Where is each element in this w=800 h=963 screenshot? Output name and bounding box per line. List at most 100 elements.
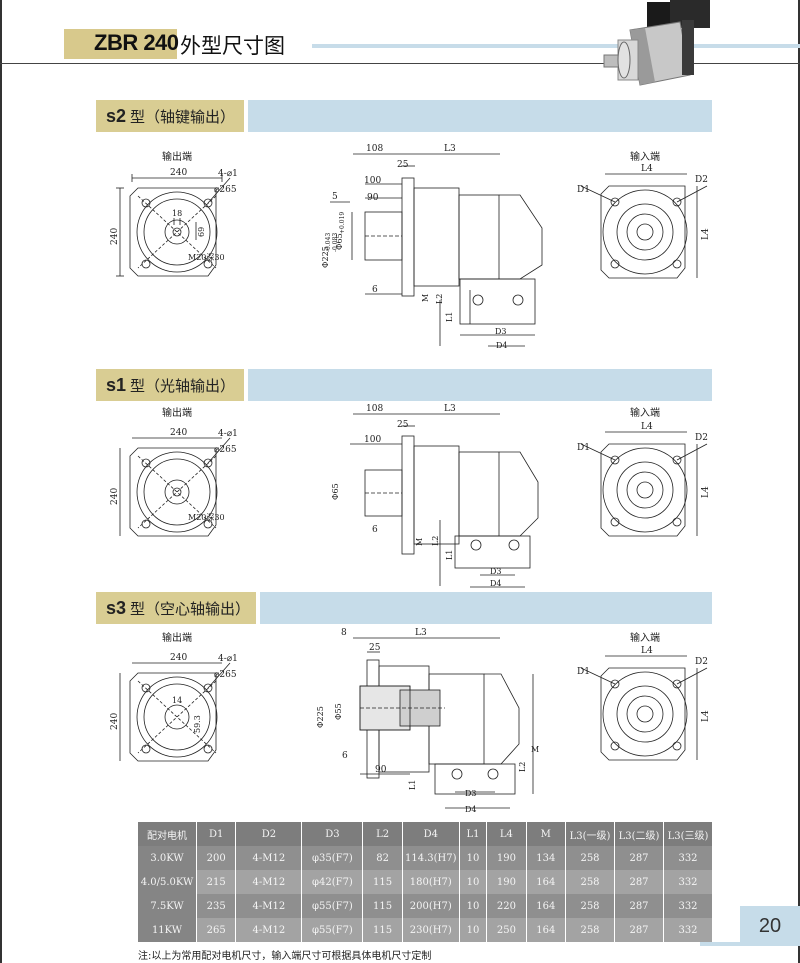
l4-dim: L4	[641, 422, 653, 432]
table-header: D2	[235, 822, 303, 846]
input-end-label: 输入端	[630, 152, 660, 163]
header-divider	[0, 63, 800, 64]
header-accent-box	[64, 29, 177, 59]
table-cell: 10	[459, 870, 488, 894]
table-header: L3(一级)	[565, 822, 615, 846]
output-flange-drawing-s1: 240 240 4-⌀18 ⌀265 M20深30	[110, 428, 238, 537]
d2-dim: D2	[695, 175, 708, 185]
m-dim: M	[531, 745, 539, 754]
table-header-row: 配对电机 D1 D2 D3 L2 D4 L1 L4 M L3(一级) L3(二级…	[138, 822, 713, 846]
len100-dim: 100	[364, 435, 381, 445]
table-cell: 287	[614, 846, 664, 870]
l4-dim: L4	[641, 164, 653, 174]
table-cell: 180(H7)	[402, 870, 460, 894]
table-header: M	[526, 822, 567, 846]
flange-width-dim: 240	[170, 653, 187, 663]
table-header: 配对电机	[138, 822, 197, 846]
table-cell: 287	[614, 870, 664, 894]
d4-dim: D4	[465, 805, 477, 814]
table-header: L4	[486, 822, 527, 846]
table-row: 11KW 265 4-M12 φ55(F7) 115 230(H7) 10 25…	[138, 918, 713, 942]
table-cell: 3.0KW	[138, 846, 197, 870]
table-cell: φ55(F7)	[301, 894, 364, 918]
shaft-dim: Φ65	[331, 483, 340, 500]
table-cell: 4.0/5.0KW	[138, 870, 197, 894]
table-cell: φ42(F7)	[301, 870, 364, 894]
d2-dim: D2	[695, 657, 708, 667]
table-cell: 215	[196, 870, 237, 894]
section-bar-s1	[248, 369, 712, 401]
l2-dim: L2	[435, 294, 444, 304]
section-bar-s2	[248, 100, 712, 132]
table-cell: 82	[362, 846, 403, 870]
l4-dim: L4	[641, 646, 653, 656]
output-end-label: 输出端	[162, 408, 192, 419]
table-cell: 115	[362, 894, 403, 918]
key-height-dim: 69	[197, 227, 206, 237]
pilot-dim: Φ225	[316, 706, 325, 728]
table-cell: 200(H7)	[402, 894, 460, 918]
output-end-label: 输出端	[162, 633, 192, 644]
table-cell: 115	[362, 918, 403, 942]
flange-height-dim: 240	[110, 713, 120, 730]
l2-dim: L2	[431, 536, 440, 546]
motor-spec-table: 配对电机 D1 D2 D3 L2 D4 L1 L4 M L3(一级) L3(二级…	[138, 822, 713, 942]
table-cell: 287	[614, 894, 664, 918]
s3-key-dim: 14	[172, 696, 182, 705]
table-cell: 265	[196, 918, 237, 942]
input-flange-drawing-s1: L4 D1 D2 L4	[577, 422, 711, 537]
table-header: L2	[362, 822, 403, 846]
section-code: s3	[106, 597, 127, 618]
len25-dim: 25	[369, 643, 381, 653]
len25-dim: 25	[397, 160, 409, 170]
table-cell: φ35(F7)	[301, 846, 364, 870]
table-cell: 287	[614, 918, 664, 942]
section-code: s2	[106, 105, 127, 126]
d1-dim: D1	[577, 185, 590, 195]
holes-dim: 4-⌀18	[218, 429, 238, 439]
input-end-label: 输入端	[630, 408, 660, 419]
table-cell: 4-M12	[235, 918, 303, 942]
table-header: D4	[402, 822, 460, 846]
flange-height-dim: 240	[110, 488, 120, 505]
d4-dim: D4	[496, 341, 508, 350]
page-border-right	[798, 0, 800, 963]
table-row: 7.5KW 235 4-M12 φ55(F7) 115 200(H7) 10 2…	[138, 894, 713, 918]
l3-dim: L3	[444, 144, 456, 154]
d3-dim: D3	[495, 327, 507, 336]
table-cell: 332	[663, 870, 713, 894]
l3-dim: L3	[444, 404, 456, 414]
table-cell: 220	[486, 894, 527, 918]
table-cell: 332	[663, 846, 713, 870]
table-cell: 115	[362, 870, 403, 894]
page-border-left	[0, 0, 2, 963]
l4-side-dim: L4	[701, 486, 711, 498]
gearbox-product-image	[603, 0, 710, 86]
len25-dim: 25	[397, 420, 409, 430]
table-header: D1	[196, 822, 237, 846]
header-title: 外型尺寸图	[180, 34, 285, 58]
table-cell: 258	[565, 870, 615, 894]
section-tag-s3: s3 型（空心轴输出）	[96, 592, 256, 624]
section-name: 型（轴键输出）	[130, 107, 236, 126]
table-cell: 332	[663, 918, 713, 942]
section-name: 型（空心轴输出）	[130, 599, 251, 618]
tap-dim: M20深30	[188, 253, 225, 262]
l2-dim: L2	[518, 762, 527, 772]
len108-dim: 108	[366, 144, 383, 154]
output-flange-drawing-s3: 240 240 4-⌀18 ⌀265 14 59.3	[110, 653, 238, 762]
d1-dim: D1	[577, 667, 590, 677]
section-name: 型（光轴输出）	[130, 376, 236, 395]
table-cell: 134	[526, 846, 567, 870]
pcd-dim: ⌀265	[214, 670, 237, 680]
s3-key-h-dim: 59.3	[193, 715, 202, 733]
len100-dim: 100	[364, 176, 381, 186]
len108-dim: 108	[366, 404, 383, 414]
l1-dim: L1	[445, 312, 454, 322]
d4-dim: D4	[490, 579, 502, 588]
table-row: 4.0/5.0KW 215 4-M12 φ42(F7) 115 180(H7) …	[138, 870, 713, 894]
d1-dim: D1	[577, 443, 590, 453]
flange-width-dim: 240	[170, 428, 187, 438]
s3-bore-dim: Φ55	[334, 703, 343, 720]
input-end-label: 输入端	[630, 633, 660, 644]
